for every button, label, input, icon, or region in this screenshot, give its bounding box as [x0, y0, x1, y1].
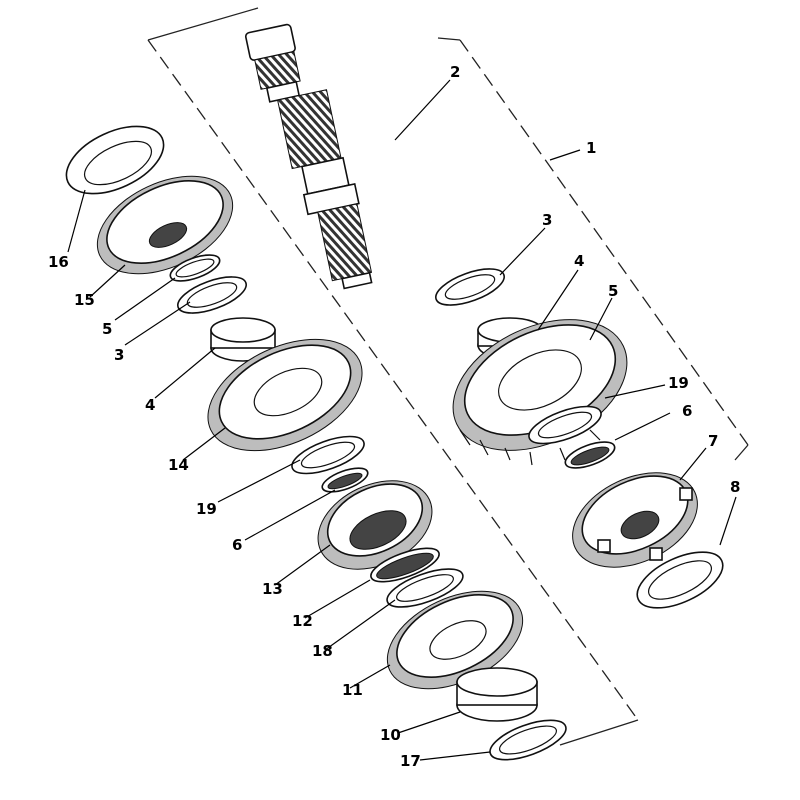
- assembly-bracket-frame: [147, 7, 749, 746]
- bushing-10: [456, 667, 538, 722]
- callout-3-right: 3: [542, 211, 552, 229]
- washer-19-left: [291, 435, 365, 475]
- callout-labels: 1 2 3 4 5 19 6 7 8 16 15 5 3 4 14 19 6 1…: [48, 63, 740, 770]
- callout-10: 10: [380, 726, 401, 744]
- differential-gear-13: [317, 480, 433, 570]
- callout-1: 1: [586, 139, 596, 157]
- gear-14: [207, 338, 363, 452]
- snap-ring-5-left: [169, 254, 221, 282]
- callout-5-left: 5: [102, 320, 112, 338]
- callout-19-left: 19: [196, 500, 217, 518]
- callout-14: 14: [168, 456, 189, 474]
- callout-8: 8: [730, 478, 740, 496]
- callout-18: 18: [312, 642, 333, 660]
- bearing-16: [65, 125, 165, 195]
- callout-17: 17: [400, 752, 421, 770]
- bearing-8: [636, 551, 724, 609]
- callout-5-right: 5: [608, 282, 618, 300]
- washer-18: [386, 568, 464, 608]
- gear-11: [386, 590, 524, 690]
- callout-6-left: 6: [232, 536, 242, 554]
- callout-19-right: 19: [668, 374, 689, 392]
- callout-13: 13: [262, 580, 283, 598]
- callout-16: 16: [48, 253, 69, 271]
- gear-15: [96, 175, 234, 275]
- snap-ring-6-left: [321, 467, 369, 493]
- washer-17: [489, 719, 567, 761]
- callout-3-left: 3: [114, 346, 124, 364]
- callout-2: 2: [450, 63, 460, 81]
- callout-11: 11: [342, 681, 363, 699]
- callout-15: 15: [74, 291, 95, 309]
- callout-7: 7: [708, 432, 718, 450]
- washer-19-right: [528, 405, 602, 445]
- gear-5-right: [452, 319, 628, 466]
- clutch-hub-7: [572, 472, 698, 568]
- washer-3-right: [435, 268, 505, 306]
- callout-6-right: 6: [682, 402, 692, 420]
- main-shaft: [244, 23, 373, 290]
- callout-4-right: 4: [574, 252, 584, 270]
- washer-3-left: [177, 276, 247, 314]
- snap-ring-6-right: [564, 441, 616, 469]
- callout-4-left: 4: [145, 396, 155, 414]
- callout-12: 12: [292, 612, 313, 630]
- snap-ring-12: [370, 547, 440, 583]
- leader-lines: [67, 79, 737, 761]
- bushing-4-left: [210, 317, 276, 362]
